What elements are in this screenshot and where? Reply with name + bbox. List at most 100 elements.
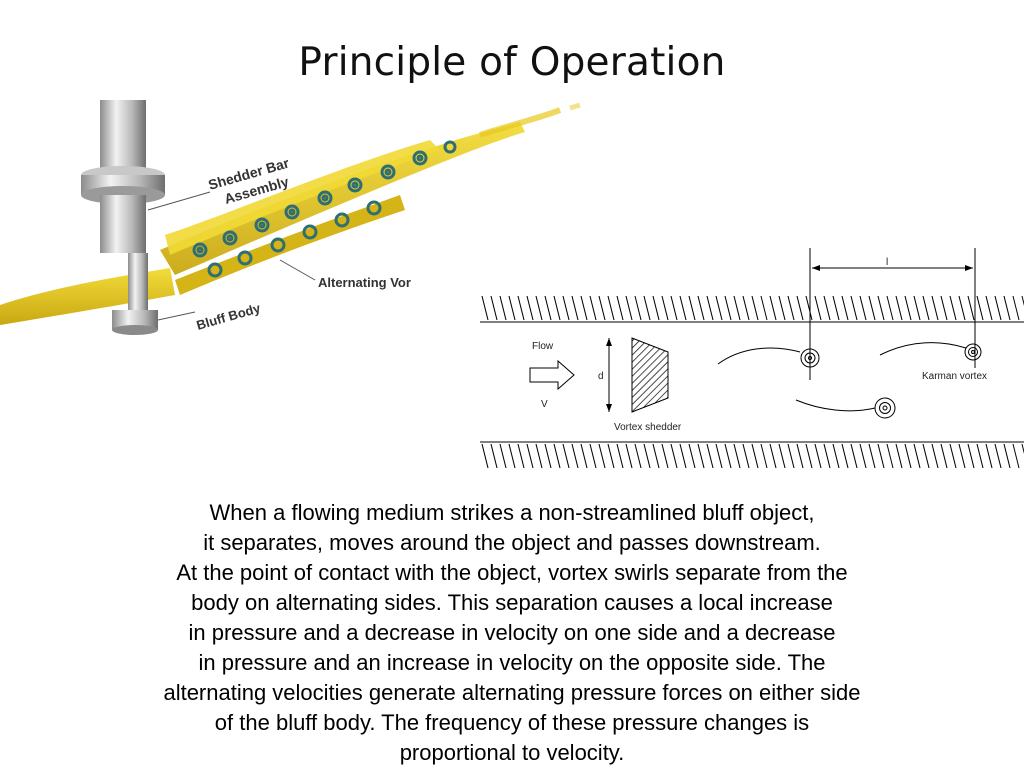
shedder-bar-assembly (81, 100, 165, 335)
hatch-line (679, 295, 687, 321)
hatch-line (535, 295, 543, 321)
hatch-line (814, 443, 822, 469)
hatch-line (823, 443, 831, 469)
hatch-line (913, 443, 921, 469)
hatch-line (742, 295, 750, 321)
hatch-line (832, 443, 840, 469)
bluff-body-label: Bluff Body (195, 300, 263, 333)
hatch-line (697, 443, 705, 469)
hatch-line (904, 295, 912, 321)
hatch-line (868, 443, 876, 469)
top-wall-hatching (481, 295, 1024, 321)
hatch-line (490, 295, 498, 321)
hatch-line (913, 295, 921, 321)
hatch-line (976, 295, 984, 321)
hatch-line (895, 443, 903, 469)
hatch-line (616, 443, 624, 469)
hatch-line (553, 443, 561, 469)
hatch-line (1021, 443, 1024, 455)
hatch-line (796, 295, 804, 321)
hatch-line (598, 295, 606, 321)
hatch-line (868, 295, 876, 321)
hatch-line (1003, 295, 1011, 321)
hatch-line (517, 443, 525, 469)
vortex-shedder-body (631, 337, 669, 413)
hatch-line (940, 443, 948, 469)
hatch-line (589, 443, 597, 469)
hatch-line (877, 295, 885, 321)
hatch-line (481, 295, 489, 321)
hatch-line (670, 443, 678, 469)
hatch-line (850, 295, 858, 321)
hatch-line (733, 443, 741, 469)
explanation-paragraph: When a flowing medium strikes a non-stre… (40, 498, 984, 768)
hatch-line (1012, 443, 1020, 469)
vortex-shedder-label: Vortex shedder (614, 422, 682, 433)
hatch-line (571, 443, 579, 469)
hatch-line (1003, 443, 1011, 469)
hatch-line (1012, 295, 1020, 321)
hatch-line (706, 295, 714, 321)
hatch-line (661, 295, 669, 321)
hatch-line (580, 443, 588, 469)
hatch-line (751, 443, 759, 469)
karman-vortex-label: Karman vortex (922, 371, 987, 382)
hatch-line (499, 295, 507, 321)
hatch-line (508, 443, 516, 469)
vortex-chain (160, 102, 581, 295)
hatch-line (904, 443, 912, 469)
hatch-line (535, 443, 543, 469)
hatch-line (805, 443, 813, 469)
hatch-line (481, 443, 489, 469)
hatch-line (931, 295, 939, 321)
velocity-label: V (541, 399, 548, 410)
diameter-label: d (598, 371, 604, 382)
hatch-line (967, 295, 975, 321)
hatch-line (859, 295, 867, 321)
hatch-line (967, 443, 975, 469)
body-line: of the bluff body. The frequency of thes… (214, 710, 810, 735)
hatch-line (922, 443, 930, 469)
hatch-line (859, 443, 867, 469)
hatch-line (652, 443, 660, 469)
hatch-line (553, 295, 561, 321)
hatch-line (517, 295, 525, 321)
hatch-line (724, 295, 732, 321)
hatch-line (598, 443, 606, 469)
hatch-line (841, 295, 849, 321)
hatch-line (877, 443, 885, 469)
hatch-line (769, 295, 777, 321)
hatch-line (922, 295, 930, 321)
hatch-line (1021, 295, 1024, 307)
body-line: body on alternating sides. This separati… (191, 590, 833, 615)
hatch-line (985, 443, 993, 469)
hatch-line (778, 295, 786, 321)
hatch-line (976, 443, 984, 469)
hatch-line (958, 295, 966, 321)
hatch-line (742, 443, 750, 469)
hatch-line (769, 443, 777, 469)
hatch-line (679, 443, 687, 469)
hatch-line (544, 443, 552, 469)
hatch-line (823, 295, 831, 321)
hatch-line (994, 295, 1002, 321)
hatch-line (661, 443, 669, 469)
hatch-line (562, 295, 570, 321)
hatch-line (796, 443, 804, 469)
hatch-line (580, 295, 588, 321)
hatch-line (931, 443, 939, 469)
vortex-shedding-illustration: Shedder Bar Assembly Alternating Vor Blu… (0, 100, 581, 335)
hatch-line (607, 295, 615, 321)
hatch-line (526, 443, 534, 469)
hatch-line (715, 295, 723, 321)
hatch-line (499, 443, 507, 469)
hatch-line (751, 295, 759, 321)
hatch-line (841, 443, 849, 469)
hatch-line (634, 443, 642, 469)
hatch-line (670, 295, 678, 321)
hatch-line (814, 295, 822, 321)
hatch-line (949, 443, 957, 469)
hatch-line (994, 443, 1002, 469)
hatch-line (805, 295, 813, 321)
body-line: At the point of contact with the object,… (176, 560, 848, 585)
